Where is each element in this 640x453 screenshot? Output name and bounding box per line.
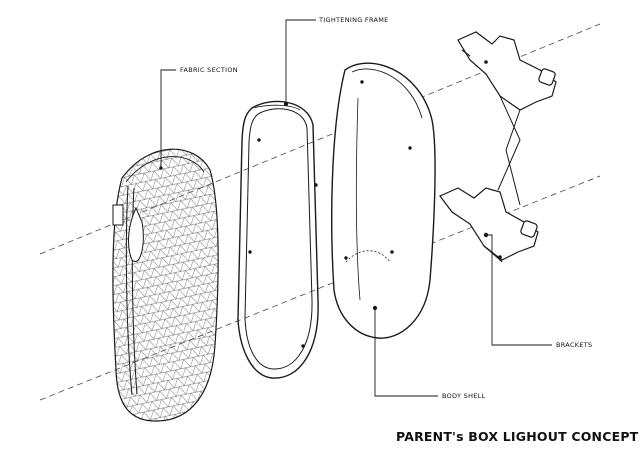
leader-lines (160, 19, 552, 397)
tightening-frame-part (237, 100, 319, 379)
fabric-section-part (112, 148, 219, 422)
body-shell-part (331, 62, 436, 339)
drawing-title: PARENT's BOX LIGHOUT CONCEPT (396, 429, 639, 444)
label-body-shell: BODY SHELL (442, 392, 486, 400)
label-brackets: BRACKETS (556, 341, 593, 349)
label-fabric-section: FABRIC SECTION (180, 66, 238, 74)
brackets-part (439, 31, 557, 263)
label-tightening-frame: TIGHTENING FRAME (319, 16, 389, 24)
